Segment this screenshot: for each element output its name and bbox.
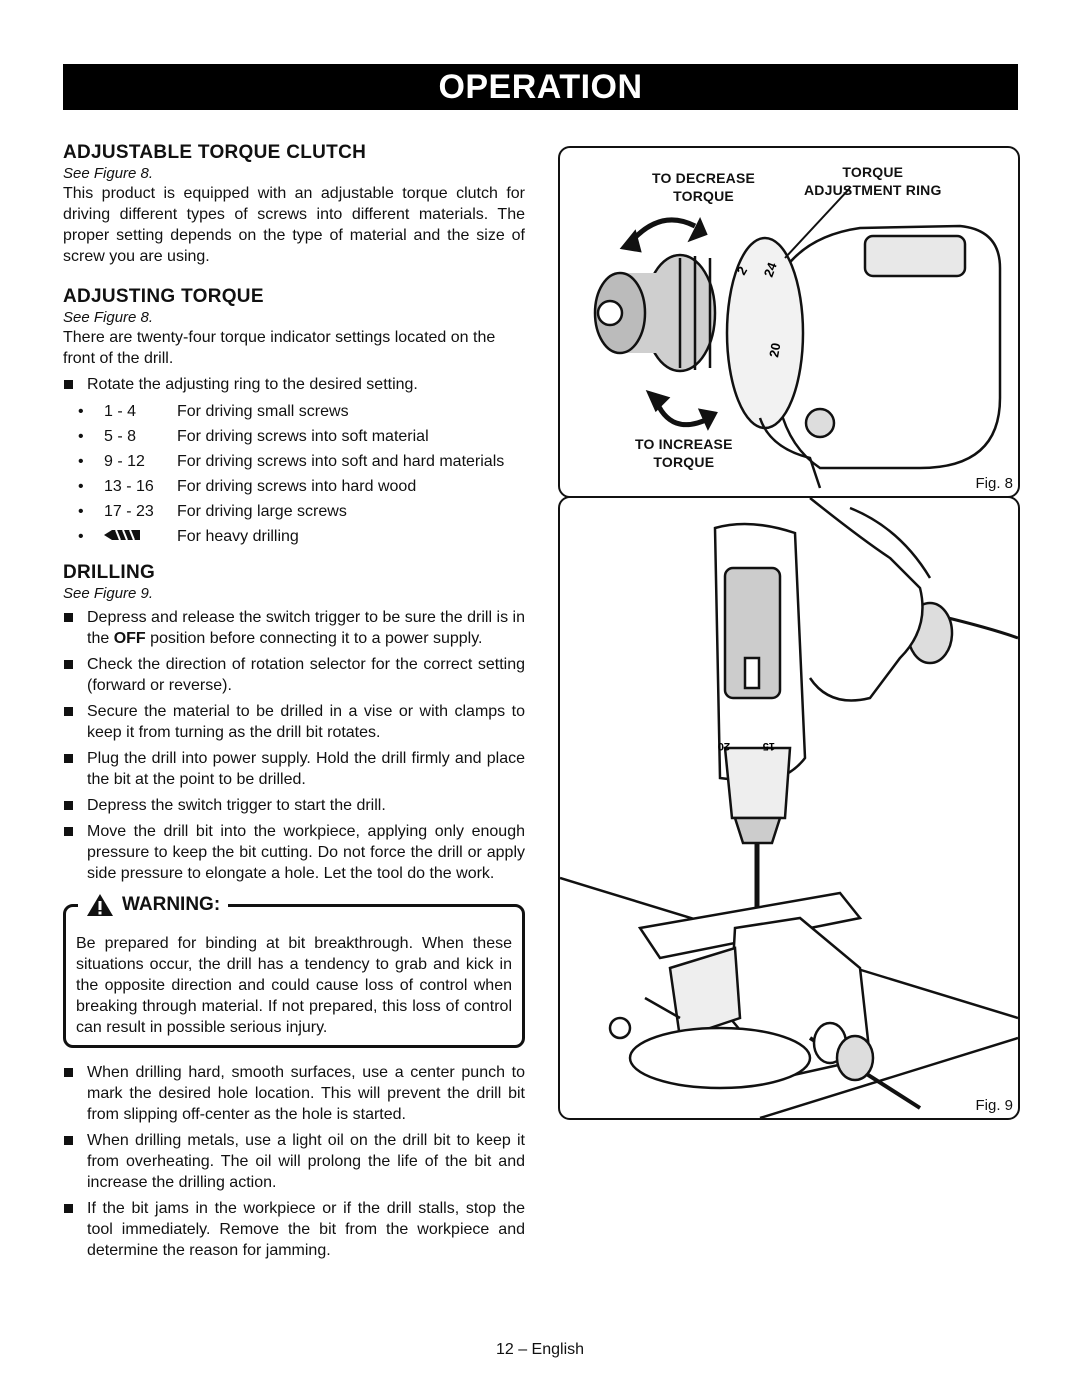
warning-title: WARNING:: [122, 894, 221, 915]
dial-number: 15: [763, 740, 775, 752]
decrease-torque-label: TO DECREASE TORQUE: [652, 170, 756, 204]
drilling-bullet: Depress and release the switch trigger t…: [63, 607, 525, 649]
setting-use: For driving large screws: [177, 503, 347, 520]
setting-row: • For heavy drilling: [78, 524, 504, 549]
setting-range: 13 - 16: [104, 478, 154, 495]
adjusting-heading: ADJUSTING TORQUE: [63, 286, 264, 307]
drilling-bullet: Plug the drill into power supply. Hold t…: [63, 748, 525, 790]
drilling-bullet: Check the direction of rotation selector…: [63, 654, 525, 696]
warning-header: WARNING:: [78, 893, 229, 917]
warning-box: WARNING: Be prepared for binding at bit …: [63, 893, 525, 1048]
torque-ring-label: TORQUE ADJUSTMENT RING: [804, 164, 942, 198]
setting-range: 17 - 23: [104, 503, 154, 520]
drilling-bullet: Secure the material to be drilled in a v…: [63, 701, 525, 743]
drilling-bullet: Depress the switch trigger to start the …: [63, 795, 525, 816]
adjusting-body: There are twenty-four torque indicator s…: [63, 329, 496, 367]
dial-number: 20: [718, 740, 730, 752]
clutch-body: This product is equipped with an adjusta…: [63, 185, 525, 265]
drilling-bullet: If the bit jams in the workpiece or if t…: [63, 1198, 525, 1261]
setting-range: 9 - 12: [104, 453, 145, 470]
adjust-ring-bullet: Rotate the adjusting ring to the desired…: [63, 374, 525, 395]
setting-range: 1 - 4: [104, 403, 137, 420]
drilling-heading: DRILLING: [63, 562, 156, 583]
setting-use: For driving screws into hard wood: [177, 478, 417, 495]
setting-use: For driving small screws: [177, 403, 349, 420]
figure-8-caption: Fig. 8: [975, 475, 1013, 492]
left-column: ADJUSTABLE TORQUE CLUTCH See Figure 8. T…: [63, 142, 525, 1261]
setting-use: For heavy drilling: [177, 528, 299, 545]
drill-bit-icon: [104, 529, 140, 541]
setting-range: 5 - 8: [104, 428, 137, 445]
clutch-heading: ADJUSTABLE TORQUE CLUTCH: [63, 142, 367, 163]
setting-use: For driving screws into soft material: [177, 428, 429, 445]
drill-clutch-illustration: 2 20 24: [593, 187, 1002, 489]
page-footer: 12 – English: [495, 1341, 585, 1358]
clutch-see-figure: See Figure 8.: [63, 165, 154, 182]
adjusting-see-figure: See Figure 8.: [63, 309, 154, 326]
setting-use: For driving screws into soft and hard ma…: [177, 453, 505, 470]
drilling-bullet: Move the drill bit into the workpiece, a…: [63, 821, 525, 884]
drilling-bullet: When drilling metals, use a light oil on…: [63, 1130, 525, 1193]
figure-8: 2 20 24 TO DECREASE TORQUE TORQUE ADJUST…: [558, 146, 1020, 498]
section-banner: OPERATION: [63, 64, 1018, 110]
drilling-see-figure: See Figure 9.: [63, 585, 154, 602]
warning-text: Be prepared for binding at bit breakthro…: [76, 935, 512, 1036]
dial-number: 20: [766, 342, 783, 359]
drill-in-vise-illustration: 20 15: [560, 498, 1018, 1118]
figure-9-caption: Fig. 9: [975, 1097, 1013, 1114]
increase-torque-label: TO INCREASE TORQUE: [635, 436, 733, 470]
dial-number: 24: [761, 260, 780, 279]
warning-triangle-icon: [87, 894, 113, 916]
drilling-bullet: When drilling hard, smooth surfaces, use…: [63, 1062, 525, 1125]
figure-9: 20 15 Fig. 9: [558, 496, 1020, 1120]
